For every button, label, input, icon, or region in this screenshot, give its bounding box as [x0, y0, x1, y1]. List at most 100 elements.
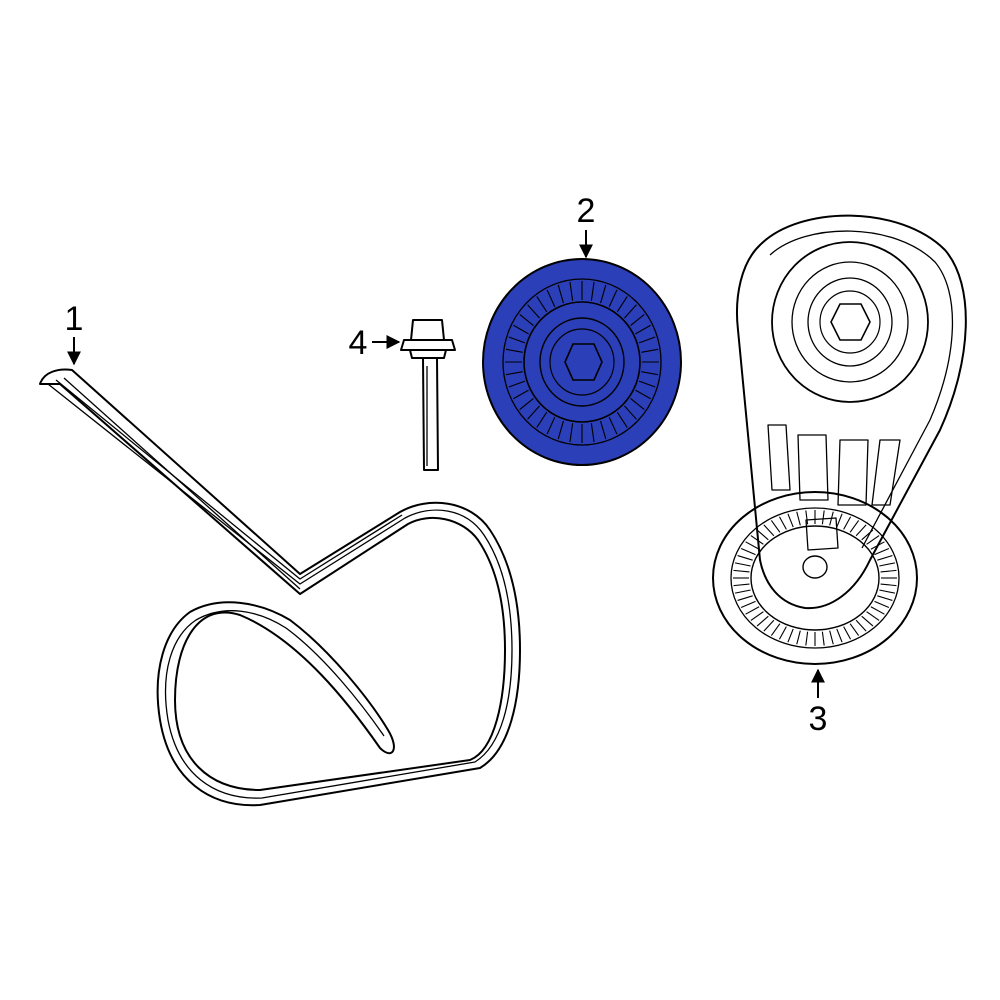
rib-line: [536, 411, 548, 428]
rib-line: [608, 417, 618, 435]
rib-line: [734, 562, 751, 567]
rib-line: [635, 389, 651, 400]
rib-line: [879, 589, 896, 594]
rib-line: [616, 296, 628, 313]
rib-line: [796, 630, 801, 645]
rib-line: [569, 423, 574, 443]
idler-pulley[interactable]: [482, 258, 682, 466]
rib-line: [557, 284, 564, 304]
rib-line: [635, 324, 651, 335]
rib-line: [616, 411, 628, 428]
rib-line: [849, 623, 860, 636]
rib-line: [770, 520, 781, 533]
rib-line: [734, 589, 751, 594]
rib-line: [733, 569, 750, 573]
rib-line: [600, 420, 607, 440]
rib-line: [874, 547, 890, 556]
callout-3-label: 3: [809, 700, 828, 738]
pulley-ribs: [505, 281, 659, 443]
rib-line: [641, 348, 659, 353]
rib-line: [778, 516, 787, 530]
callout-4-label: 4: [349, 324, 368, 362]
rib-line: [630, 398, 645, 411]
rib-line: [750, 611, 764, 621]
pulley-hex-nut: [564, 343, 603, 381]
callout-4: 4: [349, 324, 401, 362]
rib-line: [590, 281, 595, 301]
rib-line: [879, 562, 896, 567]
rib-line: [600, 284, 607, 304]
rib-line: [557, 420, 564, 440]
rib-line: [536, 296, 548, 313]
rib-line: [740, 547, 756, 556]
rib-line: [821, 631, 825, 646]
rib-line: [796, 511, 801, 526]
rib-line: [874, 600, 890, 609]
rib-line: [508, 380, 526, 388]
rib-line: [745, 541, 760, 550]
rib-line: [821, 510, 825, 525]
rib-line: [733, 583, 750, 587]
rib-line: [877, 595, 893, 601]
callout-1: 1: [65, 300, 83, 366]
rib-line: [787, 628, 794, 643]
rib-line: [861, 615, 874, 627]
rib-line: [513, 324, 529, 335]
rib-line: [737, 595, 753, 601]
rib-line: [829, 630, 834, 645]
rib-line: [763, 619, 775, 632]
rib-line: [624, 405, 637, 420]
rib-line: [770, 623, 781, 636]
bolt[interactable]: [400, 319, 456, 471]
callout-2-label: 2: [577, 192, 596, 230]
rib-line: [880, 569, 897, 573]
rib-line: [805, 510, 809, 525]
rib-line: [870, 606, 885, 615]
callout-3: 3: [809, 668, 828, 738]
rib-line: [805, 631, 809, 646]
rib-line: [590, 423, 595, 443]
rib-line: [855, 524, 867, 537]
rib-line: [740, 600, 756, 609]
rib-line: [508, 336, 526, 344]
tensioner-pulley-ribs: [733, 510, 897, 646]
rib-line: [546, 417, 556, 435]
rib-line: [737, 555, 753, 561]
tensioner-hex-nut: [830, 303, 871, 341]
rib-line: [624, 304, 637, 319]
rib-line: [608, 289, 618, 307]
rib-line: [641, 371, 659, 376]
rib-line: [638, 380, 656, 388]
rib-line: [756, 615, 769, 627]
rib-line: [866, 535, 880, 545]
rib-line: [527, 304, 540, 319]
callout-2: 2: [577, 192, 596, 259]
rib-line: [505, 348, 523, 353]
rib-line: [866, 611, 880, 621]
rib-line: [843, 626, 852, 640]
rib-line: [505, 371, 523, 376]
rib-line: [527, 405, 540, 420]
rib-line: [519, 398, 534, 411]
serpentine-belt[interactable]: [39, 368, 521, 807]
rib-line: [763, 524, 775, 537]
rib-line: [778, 626, 787, 640]
rib-line: [745, 606, 760, 615]
rib-line: [569, 281, 574, 301]
rib-line: [836, 628, 843, 643]
rib-line: [546, 289, 556, 307]
rib-line: [519, 313, 534, 326]
belt-tensioner[interactable]: [712, 214, 967, 665]
rib-line: [855, 619, 867, 632]
rib-line: [630, 313, 645, 326]
rib-line: [843, 516, 852, 530]
rib-line: [849, 520, 860, 533]
rib-line: [787, 513, 794, 528]
rib-line: [756, 529, 769, 541]
rib-line: [880, 583, 897, 587]
rib-line: [836, 513, 843, 528]
rib-line: [638, 336, 656, 344]
rib-line: [513, 389, 529, 400]
